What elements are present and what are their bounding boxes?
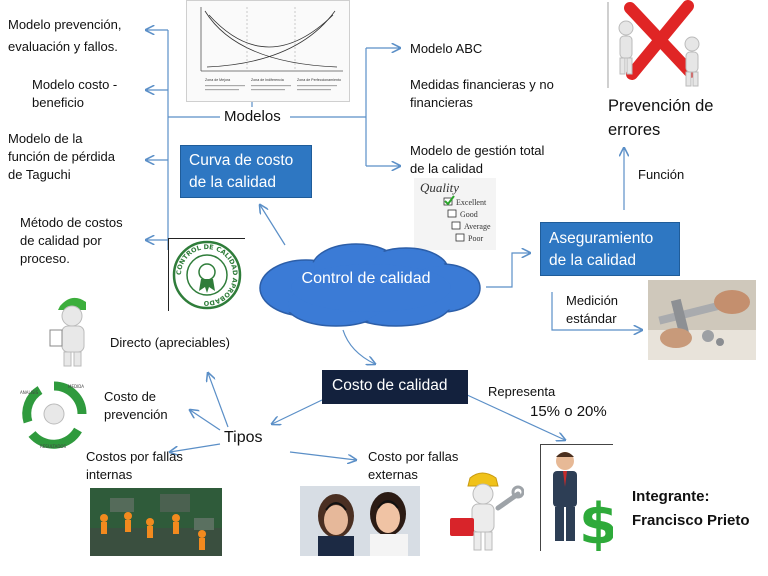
- percentage-label: 15% o 20%: [530, 403, 607, 420]
- control-calidad-cloud: Control de calidad: [246, 238, 486, 330]
- quality-checklist-image: Quality Excellent Good Average Poor: [414, 178, 496, 250]
- curva-costo-box: Curva de costo de la calidad: [180, 145, 312, 198]
- model-item: Modelo costo - beneficio: [32, 77, 118, 110]
- control-calidad-label: Control de calidad: [301, 270, 431, 287]
- workers-circuit-photo: [90, 488, 222, 556]
- graph-zone-label: Zona de Indiferencia: [251, 78, 284, 82]
- tipos-label: Tipos: [224, 429, 263, 446]
- prevencion-errores-label: Prevención de errores: [608, 97, 714, 139]
- checklist-option: Average: [464, 222, 491, 231]
- model-item: Modelo prevención, evaluación y fallos.: [8, 17, 122, 54]
- model-item: Modelo de gestión total de la calidad: [410, 143, 545, 176]
- graph-zone-label: Zona de Mejora: [205, 78, 230, 82]
- model-item: Medidas financieras y no financieras: [410, 77, 554, 110]
- checklist-option: Excellent: [456, 198, 487, 207]
- green-figure-image: [46, 292, 100, 368]
- error-prevention-figure-image: [606, 0, 712, 90]
- svg-text:$: $: [579, 492, 613, 551]
- directo-label: Directo (apreciables): [110, 335, 230, 350]
- model-item: Método de costos de calidad por proceso.: [20, 215, 123, 266]
- cycle-word: MEDIDA: [68, 384, 84, 389]
- worker-tools-image: [444, 468, 524, 554]
- cycle-word: RESULTADOS: [40, 444, 67, 449]
- costo-prevencion-label: Costo de prevención: [104, 389, 168, 422]
- costo-calidad-box: Costo de calidad: [322, 370, 468, 404]
- model-item: Modelo ABC: [410, 41, 483, 56]
- fallas-internas-label: Costos por fallas internas: [86, 449, 183, 482]
- checklist-title: Quality: [420, 180, 459, 195]
- businessman-dollar-image: $: [540, 444, 613, 551]
- medicion-estandar-label: Medición estándar: [566, 293, 619, 326]
- aseguramiento-box: Aseguramiento de la calidad: [540, 222, 680, 276]
- cycle-word: ANALISIS: [20, 390, 39, 395]
- checklist-option: Good: [460, 210, 478, 219]
- call-center-photo: [300, 486, 420, 556]
- modelos-title: Modelos: [224, 108, 281, 125]
- checklist-option: Poor: [468, 234, 483, 243]
- representa-label: Representa: [488, 384, 556, 399]
- cost-curve-graph-image: Zona de Mejora Zona de Indiferencia Zona…: [186, 0, 350, 102]
- caliper-measurement-photo: [648, 280, 756, 360]
- model-item: Modelo de la función de pérdida de Taguc…: [8, 131, 115, 182]
- integrante-label: Integrante:: [632, 488, 710, 505]
- fallas-externas-label: Costo por fallas externas: [368, 449, 459, 482]
- quality-stamp-image: CONTROL DE CALIDAD APROBADO: [168, 238, 245, 311]
- integrante-name: Francisco Prieto: [632, 512, 750, 529]
- graph-zone-label: Zona de Perfeccionamiento: [297, 78, 341, 82]
- cycle-arrows-image: ANALISIS MEDIDA RESULTADOS: [18, 378, 90, 450]
- funcion-label: Función: [638, 167, 685, 182]
